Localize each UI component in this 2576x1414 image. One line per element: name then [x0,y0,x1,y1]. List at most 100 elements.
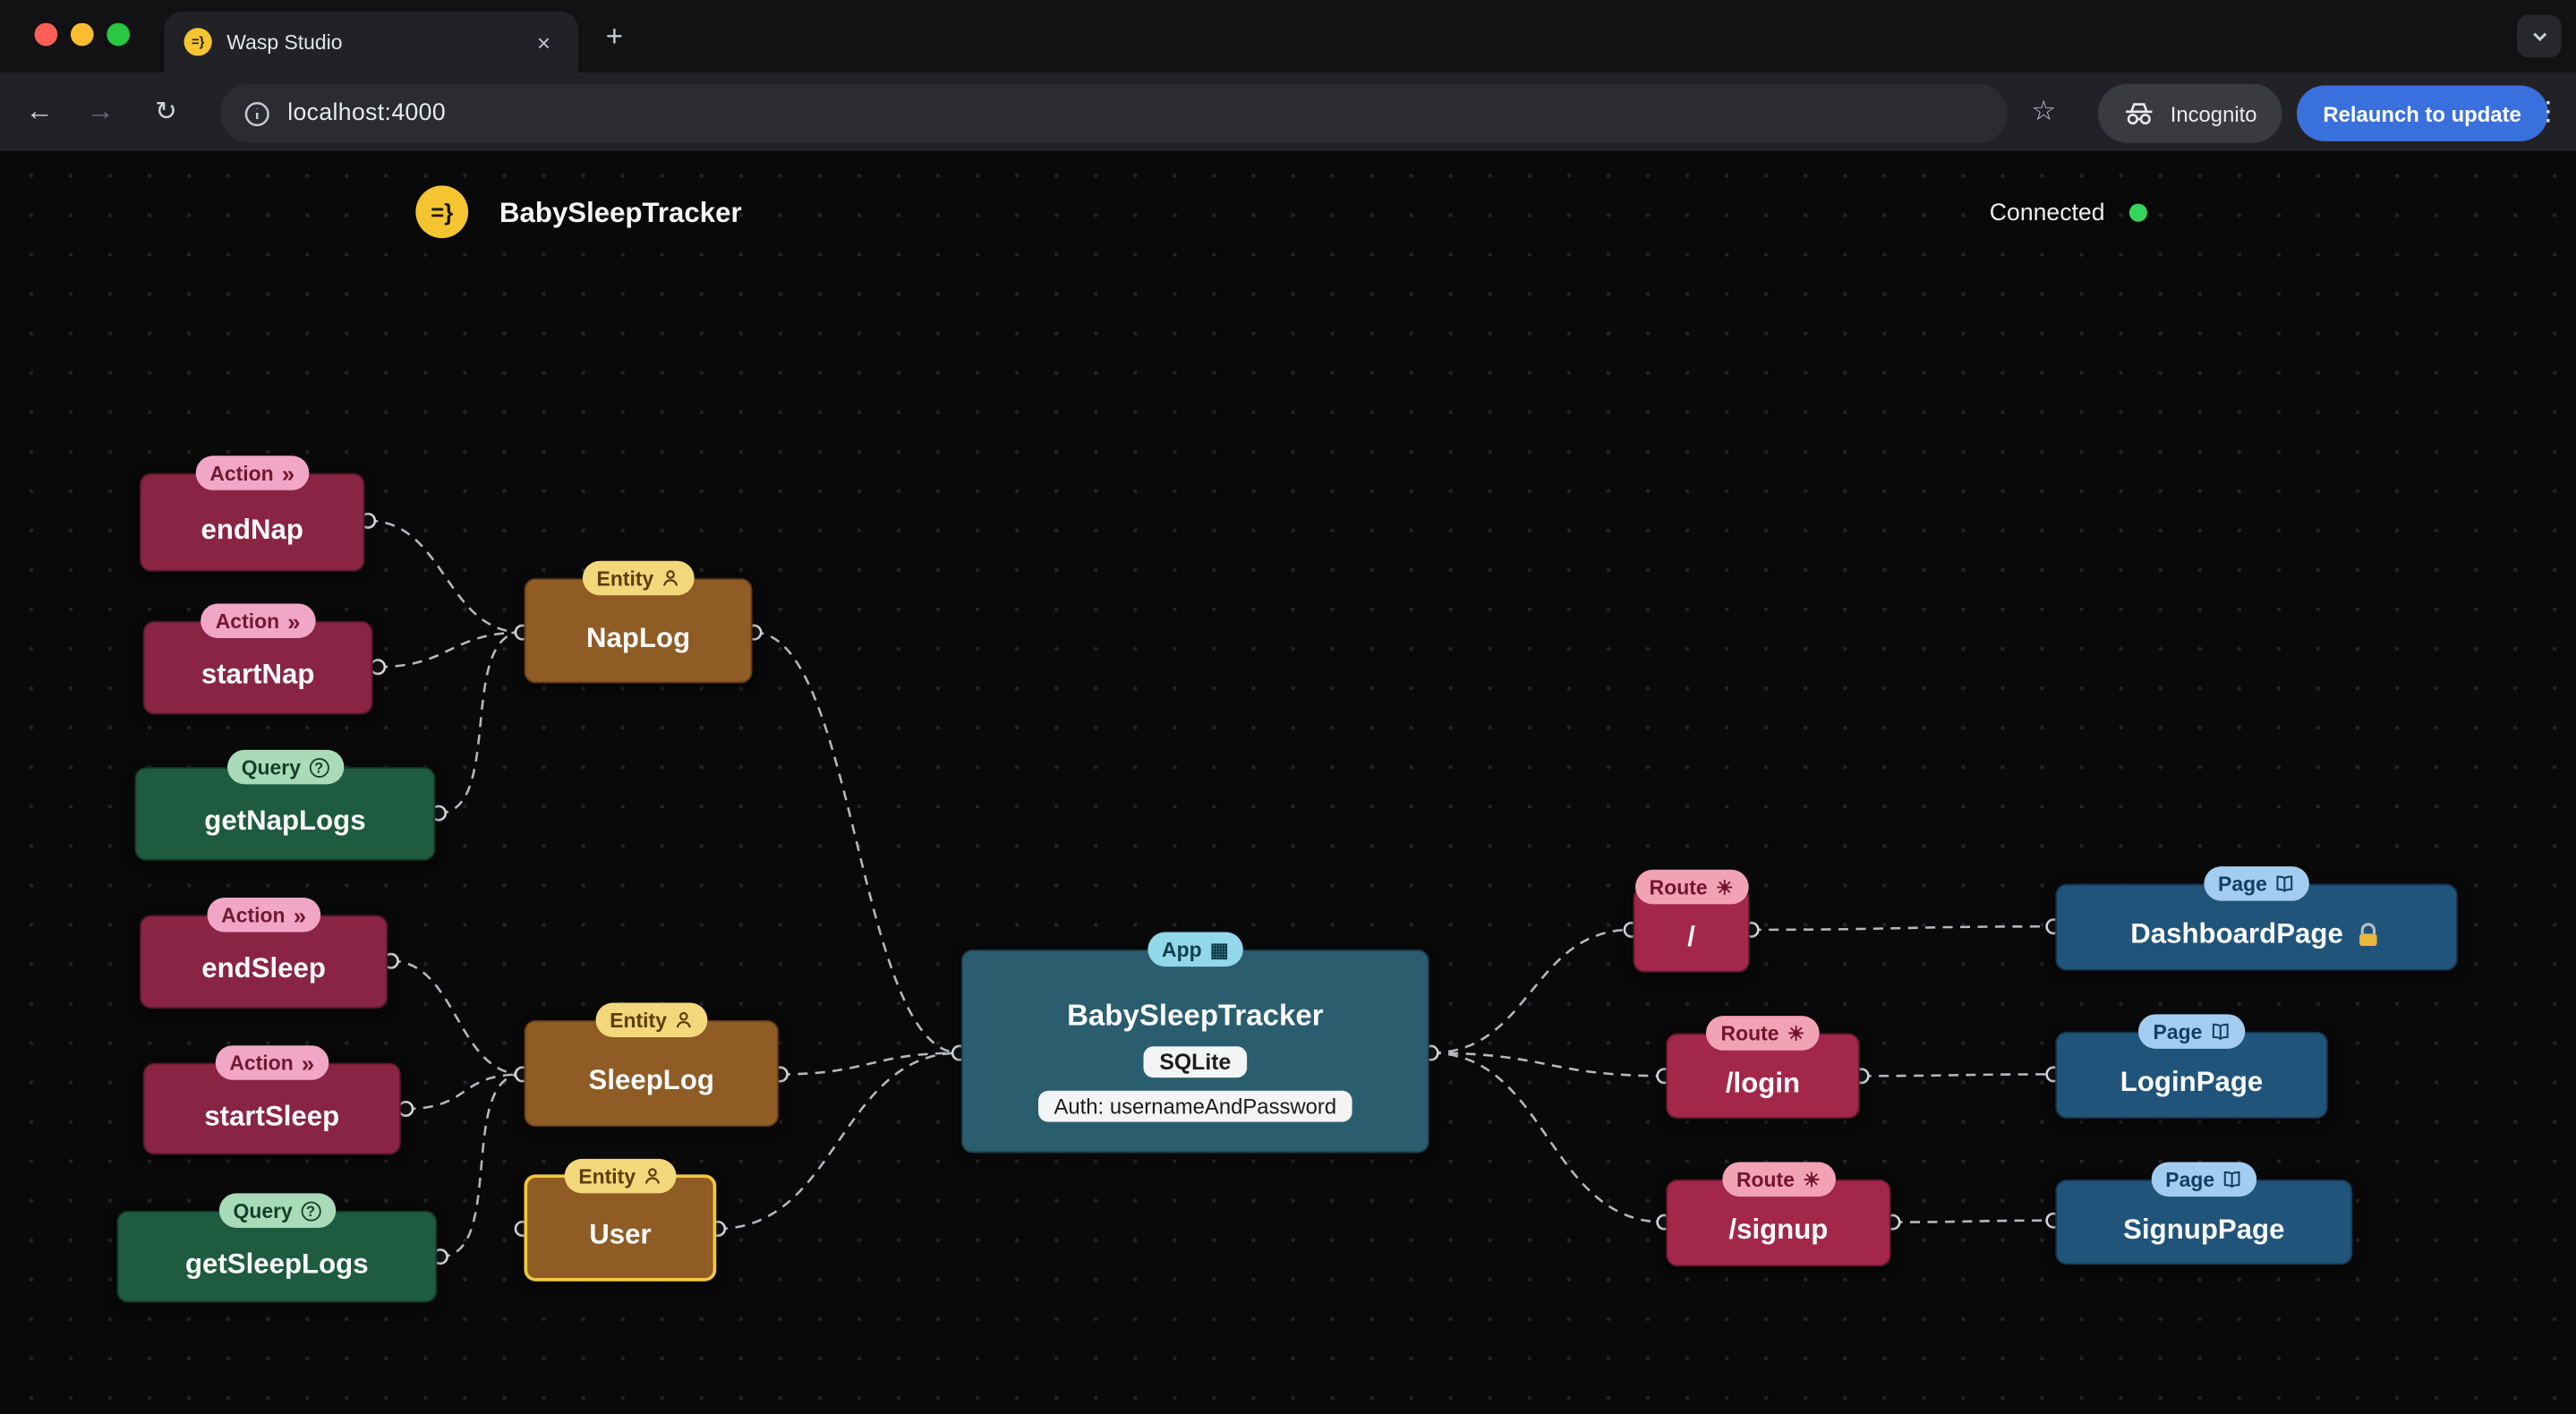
route-badge: Route☀ [1721,1162,1836,1197]
node-app-BabySleepTracker[interactable]: App ▦ BabySleepTracker SQLite Auth: usern… [960,932,1429,1154]
node-label: / [1687,920,1695,952]
node-startNap[interactable]: Action» startNap [142,603,373,715]
incognito-badge: Incognito [2097,83,2282,143]
node-SignupPage[interactable]: Page SignupPage [2055,1162,2353,1265]
node-label: /login [1725,1067,1801,1099]
badge-label: Query [241,755,302,779]
window-close-button[interactable] [34,22,58,47]
browser-menu-button[interactable]: ⋮ [2535,98,2562,127]
page-book-icon [2277,875,2293,892]
node-label: getSleepLogs [184,1248,369,1279]
badge-label: Action [209,461,274,485]
tab-search-button[interactable] [2516,14,2562,58]
action-badge: Action » [194,456,310,490]
node-label: SleepLog [588,1064,714,1096]
page-badge: Page [2150,1162,2257,1197]
lock-icon [2359,922,2378,946]
page-badge: Page [2203,866,2310,901]
node-startSleep[interactable]: Action» startSleep [142,1045,401,1155]
action-chevrons-icon: » [301,1049,315,1077]
badge-label: Entity [610,1008,667,1032]
site-info-icon[interactable] [243,99,271,127]
url-text[interactable]: localhost:4000 [287,99,447,127]
query-badge: Query? [226,749,344,785]
action-badge: Action » [200,603,316,638]
tab-wasp-studio[interactable]: =} Wasp Studio × [164,11,579,72]
route-sun-icon: ☀ [1715,875,1734,899]
app-grid-icon: ▦ [1209,937,1229,961]
query-question-icon: ? [309,757,329,778]
page-title: BabySleepTracker [499,197,742,229]
badge-label: Action [221,903,286,927]
node-NapLog[interactable]: Entity NapLog [524,560,753,684]
entity-person-icon [677,1011,692,1028]
node-endNap[interactable]: Action» endNap [140,456,365,572]
badge-label: Action [229,1051,294,1075]
route-sun-icon: ☀ [1787,1021,1805,1045]
incognito-label: Incognito [2170,100,2257,126]
entity-badge: Entity [594,1002,708,1038]
entity-badge: Entity [582,560,695,596]
new-tab-button[interactable]: + [605,19,624,52]
node-getSleepLogs[interactable]: Query? getSleepLogs [116,1193,438,1303]
badge-label: Route [1736,1167,1795,1191]
badge-label: Route [1720,1021,1779,1045]
node-SleepLog[interactable]: Entity SleepLog [524,1002,780,1128]
app-name: BabySleepTracker [1067,998,1324,1031]
auth-badge: Auth: usernameAndPassword [1037,1089,1353,1121]
tab-close-icon[interactable]: × [537,29,551,55]
node-label: User [589,1218,652,1250]
window-zoom-button[interactable] [107,22,131,47]
tab-title: Wasp Studio [226,30,343,54]
node-label: DashboardPage [2130,904,2383,951]
route-badge: Route ☀ [1705,1016,1820,1051]
query-question-icon: ? [301,1200,321,1221]
route-badge: Route ☀ [1634,869,1749,905]
db-badge: SQLite [1143,1045,1248,1078]
node-route-root[interactable]: Route ☀ / [1633,869,1750,973]
window-minimize-button[interactable] [70,22,94,47]
tab-favicon-icon: =} [183,28,212,56]
action-chevrons-icon: » [287,608,301,635]
node-label: NapLog [586,621,691,653]
forward-button[interactable]: → [86,95,115,127]
incognito-icon [2126,103,2153,125]
app-badge: App ▦ [1147,932,1244,967]
entity-person-icon [663,570,678,586]
back-button[interactable]: ← [25,95,54,127]
badge-label: Entity [578,1164,636,1188]
chevron-down-icon [2532,32,2546,42]
graph-canvas[interactable] [0,150,2576,1414]
node-label: getNapLogs [204,805,366,837]
page-book-icon [2224,1171,2241,1188]
action-chevrons-icon: » [281,459,295,487]
bookmark-star-icon[interactable]: ☆ [2031,95,2057,127]
node-label: endSleep [201,952,326,984]
wasp-logo-icon: =} [415,185,469,239]
tab-strip: =} Wasp Studio × + [0,0,2576,72]
node-route-signup[interactable]: Route☀ /signup [1666,1162,1891,1267]
node-label: LoginPage [2120,1066,2264,1098]
node-label: /signup [1728,1214,1829,1246]
relaunch-to-update-button[interactable]: Relaunch to update [2297,85,2548,141]
action-badge: Action» [206,898,321,933]
node-DashboardPage[interactable]: Page DashboardPage [2055,866,2458,971]
badge-label: App [1162,937,1202,961]
node-getNapLogs[interactable]: Query? getNapLogs [134,749,436,861]
address-bar[interactable]: localhost:4000 [219,83,2008,143]
node-route-login[interactable]: Route ☀ /login [1666,1016,1860,1119]
badge-label: Route [1649,875,1708,899]
node-User[interactable]: Entity User [524,1158,717,1282]
badge-label: Page [2153,1019,2203,1043]
query-badge: Query? [218,1193,336,1228]
node-label-text: DashboardPage [2130,918,2343,950]
node-endSleep[interactable]: Action» endSleep [140,898,388,1009]
badge-label: Page [2218,872,2267,896]
entity-badge: Entity [563,1158,677,1194]
connection-status-dot-icon [2128,203,2147,222]
node-label: SignupPage [2123,1213,2285,1245]
node-LoginPage[interactable]: Page LoginPage [2055,1014,2328,1119]
reload-button[interactable]: ↻ [155,98,177,127]
badge-label: Action [215,609,280,633]
badge-label: Page [2165,1167,2215,1191]
